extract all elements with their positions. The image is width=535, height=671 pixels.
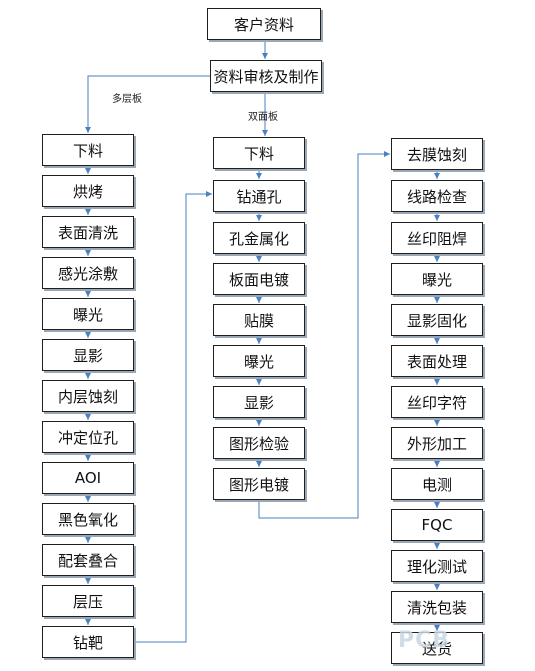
step-box: 板面电镀 bbox=[213, 263, 305, 295]
step-box: 曝光 bbox=[213, 345, 305, 377]
step-box: 显影 bbox=[42, 339, 134, 371]
step-box: 表面清洗 bbox=[42, 216, 134, 248]
step-box: 烘烤 bbox=[42, 175, 134, 207]
step-box: 丝印阻焊 bbox=[391, 222, 483, 254]
multilayer-branch-arrow bbox=[85, 75, 210, 133]
step-box: 冲定位孔 bbox=[42, 421, 134, 453]
step-box: 下料 bbox=[42, 134, 134, 166]
step-box: FQC bbox=[391, 509, 483, 541]
step-box: 配套叠合 bbox=[42, 544, 134, 576]
step-box: 图形检验 bbox=[213, 427, 305, 459]
step-box: 表面处理 bbox=[391, 345, 483, 377]
to-finishing-arrow bbox=[258, 151, 390, 519]
step-box: 显影固化 bbox=[391, 304, 483, 336]
step-box: 下料 bbox=[213, 137, 305, 169]
customer-data-box: 客户资料 bbox=[207, 8, 321, 40]
step-box: 去膜蚀刻 bbox=[391, 138, 483, 170]
step-box: 钻通孔 bbox=[213, 180, 305, 212]
step-box: 层压 bbox=[42, 585, 134, 617]
step-box: 电测 bbox=[391, 468, 483, 500]
step-box: 曝光 bbox=[391, 263, 483, 295]
step-box: 送货 bbox=[391, 632, 483, 664]
step-box: 外形加工 bbox=[391, 427, 483, 459]
multilayer-label: 多层板 bbox=[112, 94, 142, 105]
step-box: 钻靶 bbox=[42, 626, 134, 658]
step-box: 线路检查 bbox=[391, 180, 483, 212]
step-box: 理化测试 bbox=[391, 550, 483, 582]
step-box: 曝光 bbox=[42, 298, 134, 330]
merge-arrow bbox=[134, 191, 212, 643]
step-box: 图形电镀 bbox=[213, 468, 305, 500]
step-box: 内层蚀刻 bbox=[42, 380, 134, 412]
watermark-logo: PCB bbox=[398, 628, 451, 653]
step-box: 清洗包装 bbox=[391, 591, 483, 623]
step-box: 贴膜 bbox=[213, 304, 305, 336]
step-box: 感光涂敷 bbox=[42, 257, 134, 289]
step-box: 显影 bbox=[213, 386, 305, 418]
step-box: 丝印字符 bbox=[391, 386, 483, 418]
double-sided-label: 双面板 bbox=[248, 112, 278, 123]
review-box: 资料审核及制作 bbox=[210, 60, 322, 92]
step-box: 孔金属化 bbox=[213, 222, 305, 254]
step-box: AOI bbox=[42, 462, 134, 494]
step-box: 黑色氧化 bbox=[42, 503, 134, 535]
